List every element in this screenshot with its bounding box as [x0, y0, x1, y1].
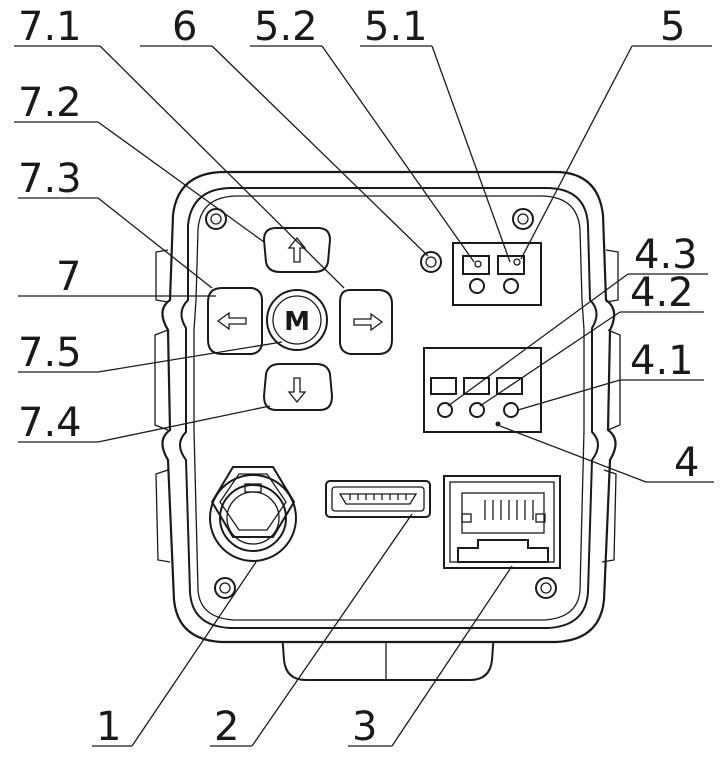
bnc-connector[interactable] — [209, 466, 297, 562]
button-right[interactable] — [339, 289, 393, 355]
label-4: 4 — [674, 440, 699, 486]
housing-outer — [161, 170, 617, 644]
screw-bottom-right — [535, 577, 557, 599]
label-7: 7 — [56, 254, 81, 300]
arrow-left-icon — [216, 311, 247, 331]
button-left[interactable] — [207, 287, 263, 355]
switch-5-2[interactable] — [462, 255, 490, 275]
arrow-right-icon — [353, 312, 384, 332]
screw-bottom-left — [214, 577, 236, 599]
screw-top-left — [205, 208, 227, 230]
switch-4-2[interactable] — [463, 377, 490, 395]
label-2: 2 — [214, 704, 239, 750]
leader-lines — [14, 45, 714, 747]
switch-5-1[interactable] — [497, 255, 525, 275]
dip-switch-panel-5 — [452, 242, 542, 306]
switch-4-3[interactable] — [430, 377, 457, 395]
menu-button-letter: M — [284, 307, 310, 337]
label-5: 5 — [660, 4, 685, 50]
label-5-2: 5.2 — [254, 4, 318, 50]
label-7-3: 7.3 — [18, 156, 82, 202]
screw-top-right — [512, 208, 534, 230]
housing-inner-panel — [179, 187, 599, 629]
ethernet-port[interactable] — [443, 475, 561, 569]
label-1: 1 — [96, 704, 121, 750]
label-4-1: 4.1 — [630, 338, 694, 384]
callout-labels: 7.1 6 5.2 5.1 5 7.2 7.3 7 4.3 4.2 4.1 4 … — [18, 4, 699, 750]
indicator-light — [420, 251, 442, 273]
label-7-1: 7.1 — [18, 4, 82, 50]
arrow-down-icon — [287, 377, 307, 404]
button-down[interactable] — [262, 363, 334, 411]
camera-housing — [154, 170, 621, 681]
dip-switch-panel-4 — [423, 347, 542, 433]
label-4-2: 4.2 — [630, 270, 694, 316]
label-7-4: 7.4 — [18, 400, 82, 446]
label-5-1: 5.1 — [364, 4, 428, 50]
label-3: 3 — [352, 704, 377, 750]
button-menu[interactable]: M — [266, 289, 328, 351]
hdmi-port[interactable] — [325, 480, 431, 518]
label-6: 6 — [172, 4, 197, 50]
label-7-2: 7.2 — [18, 80, 82, 126]
label-4-3: 4.3 — [634, 232, 698, 278]
mount-base — [281, 631, 495, 681]
label-7-5: 7.5 — [18, 330, 82, 376]
switch-4-1[interactable] — [496, 377, 523, 395]
